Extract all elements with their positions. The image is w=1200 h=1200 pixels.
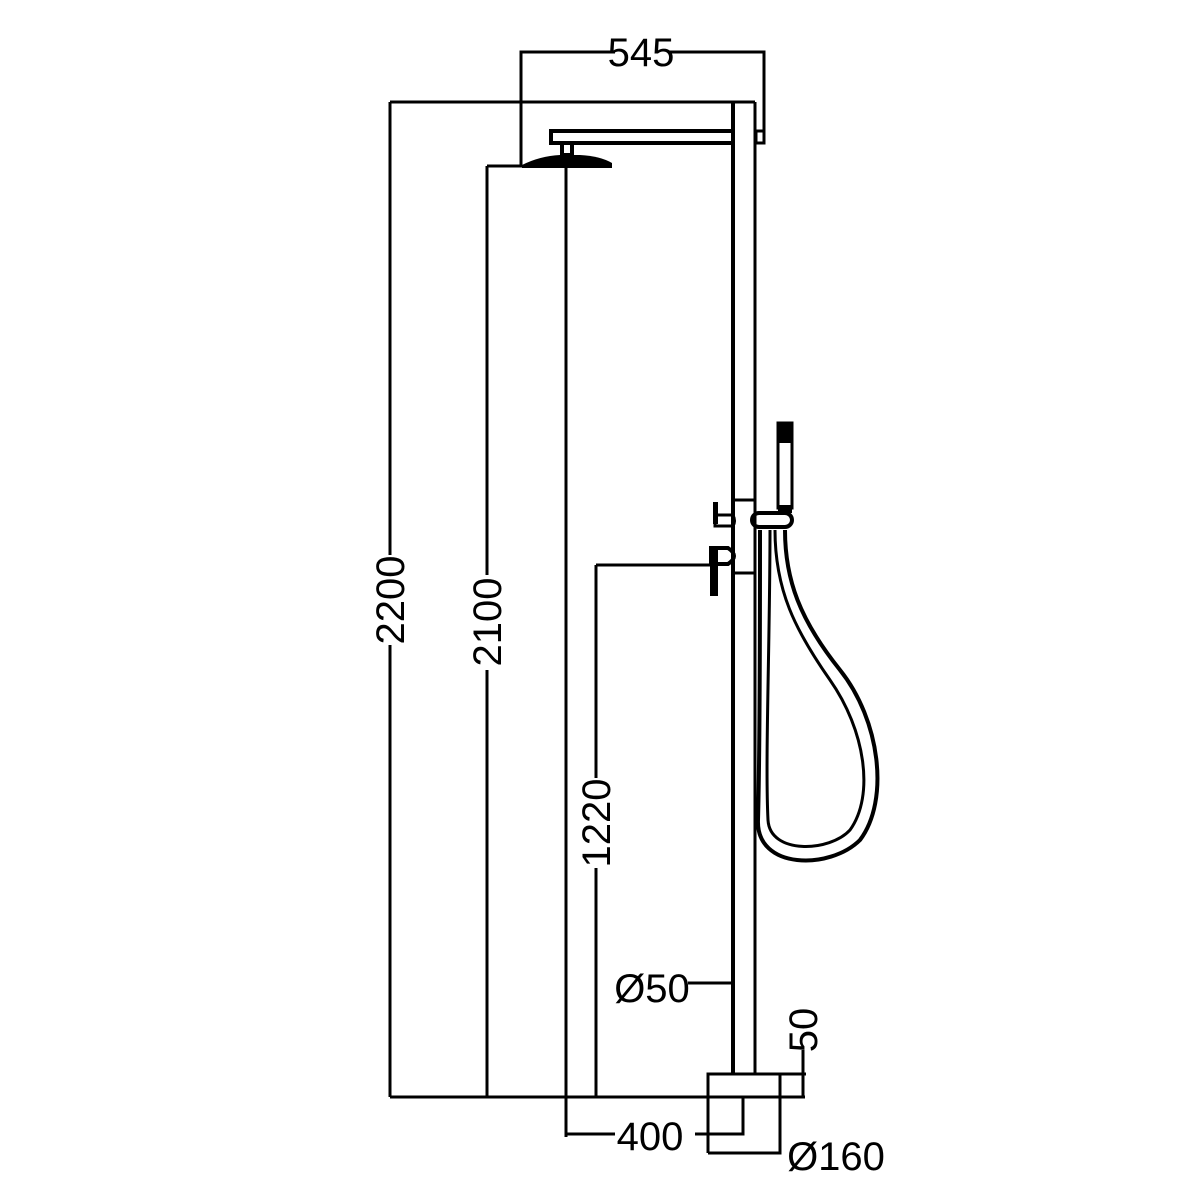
dim-head-height-label: 2100 [466,578,510,667]
dim-mixer-height-label: 1220 [575,779,619,868]
dim-base-height: 50 [780,1008,826,1097]
hand-shower [750,421,794,529]
dim-column-diameter-label: Ø50 [614,967,690,1011]
dim-total-height: 2200 [369,102,413,1097]
dim-head-offset-label: 400 [617,1115,684,1159]
dim-mixer-height: 1220 [575,563,710,1097]
dim-base-diameter-label: Ø160 [787,1135,885,1179]
dim-column-diameter: Ø50 [614,967,733,1011]
shower-arm [549,129,766,145]
dim-arm-reach-label: 545 [608,31,675,75]
shower-hose [755,529,880,863]
dim-head-offset: 400 [566,1115,683,1159]
mixer-valve [709,498,755,596]
shower-column [390,100,757,1074]
rain-shower-head [487,141,612,168]
floor-base [695,1072,782,1155]
dim-base-height-label: 50 [782,1008,826,1053]
dim-total-height-label: 2200 [369,556,413,645]
dim-head-height: 2100 [466,166,510,1097]
dim-arm-reach: 545 [519,31,766,165]
